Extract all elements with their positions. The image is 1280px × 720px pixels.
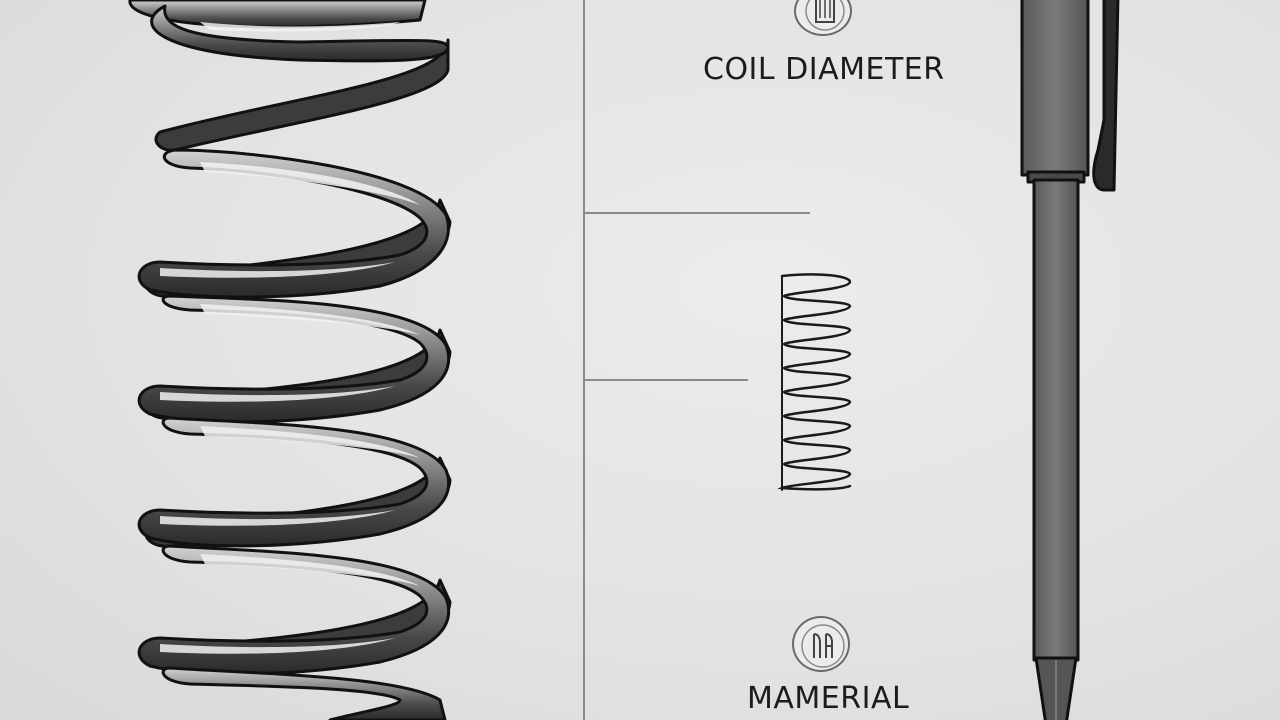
- large-coil-spring: [128, 0, 452, 720]
- small-spring-sketch: [777, 273, 852, 491]
- divider-lines: [583, 0, 810, 720]
- wire-emblem-icon: [792, 616, 850, 672]
- spring-highlights: [160, 22, 420, 654]
- pen-barrel: [1032, 178, 1080, 662]
- material-label: MAMERIAL: [747, 681, 910, 716]
- coil-diameter-label: COIL DIAMETER: [703, 52, 945, 87]
- pen-cap: [1020, 0, 1090, 177]
- spring-emblem-icon: [794, 0, 852, 36]
- pen-clip: [1092, 0, 1120, 192]
- pen-illustration: [1020, 0, 1120, 720]
